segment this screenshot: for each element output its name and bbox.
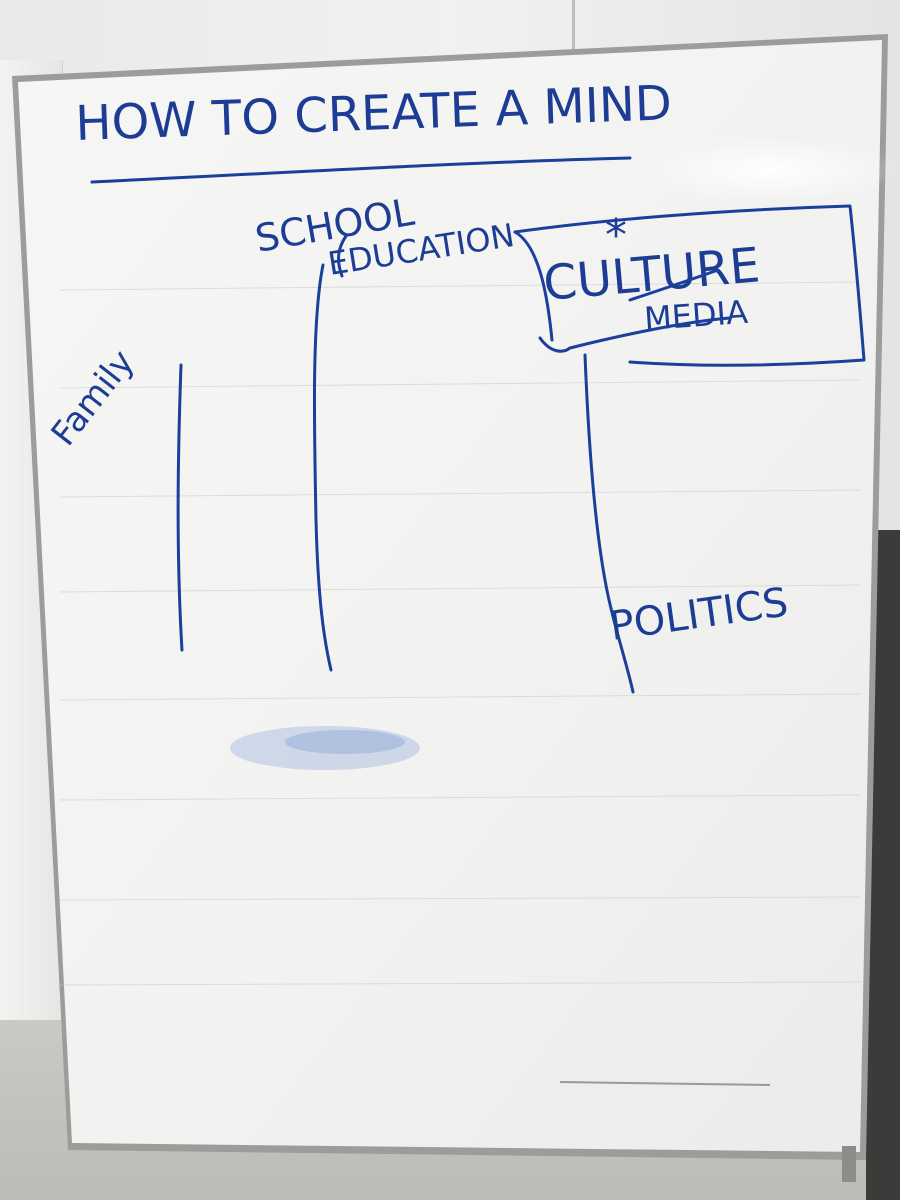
erased-smudge xyxy=(230,726,420,770)
media-label: MEDIA xyxy=(643,293,749,338)
board-corner-clip xyxy=(842,1146,856,1182)
culture-box-left xyxy=(513,230,554,342)
school-line xyxy=(312,263,333,672)
education-bracket xyxy=(337,234,348,278)
culture-box xyxy=(513,204,866,367)
asterisk-mark: * xyxy=(605,210,627,261)
politics-line xyxy=(583,353,635,694)
wall-seam xyxy=(572,0,575,50)
culture-strike xyxy=(628,268,720,302)
family-line xyxy=(176,363,184,652)
board-streaks xyxy=(59,281,861,1086)
erased-smudge-core xyxy=(285,730,405,754)
board-surface xyxy=(18,40,882,1152)
media-strike xyxy=(538,316,732,353)
title-underline xyxy=(90,156,632,184)
light-glare xyxy=(640,138,900,202)
